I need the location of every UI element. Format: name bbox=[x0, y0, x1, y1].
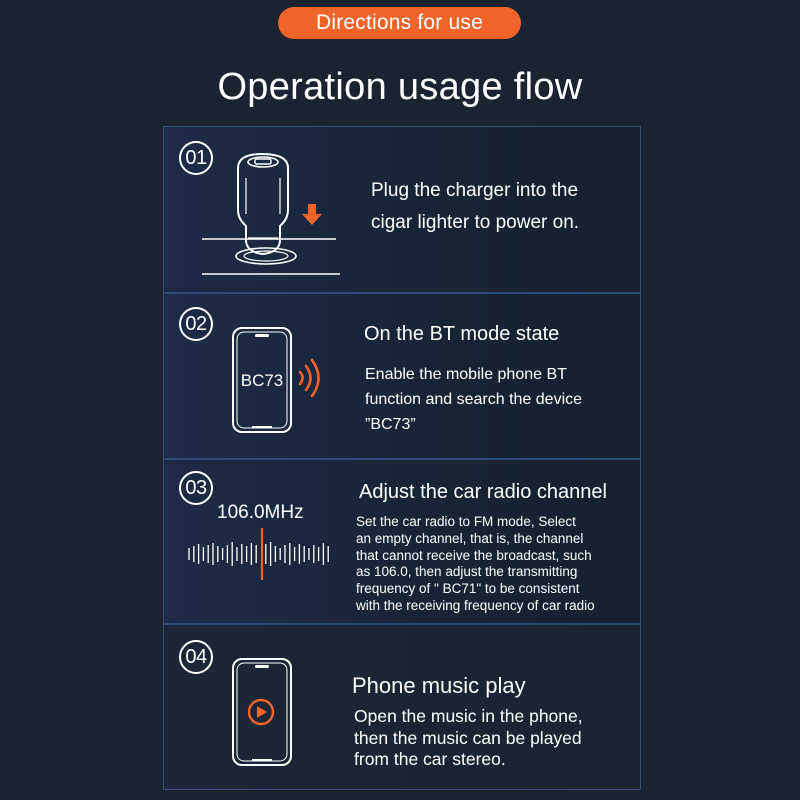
step-2-description: Enable the mobile phone BT function and … bbox=[365, 362, 582, 437]
step-4-heading: Phone music play bbox=[352, 673, 526, 698]
directions-badge: Directions for use bbox=[278, 7, 521, 39]
text-line: an empty channel, that is, the channel bbox=[356, 530, 584, 546]
step-divider bbox=[164, 292, 640, 294]
text-line: then the music can be played bbox=[354, 727, 582, 748]
text-line: function and search the device bbox=[365, 391, 583, 408]
frequency-readout: 106.0MHz bbox=[217, 502, 304, 523]
radio-tuner-icon bbox=[188, 528, 329, 580]
step-3-description: Set the car radio to FM mode, Select an … bbox=[356, 514, 595, 615]
text-line: from the car stereo. bbox=[354, 749, 506, 769]
step-card-3 bbox=[164, 460, 640, 623]
text-line: ”BC73” bbox=[365, 416, 416, 433]
step-2-heading: On the BT mode state bbox=[364, 323, 560, 345]
step-number-1: 01 bbox=[179, 141, 213, 175]
step-card-2 bbox=[164, 294, 640, 458]
phone-play-icon bbox=[232, 658, 292, 766]
step-card-1 bbox=[164, 127, 640, 292]
step-divider bbox=[164, 623, 640, 625]
step-3-heading: Adjust the car radio channel bbox=[359, 481, 607, 503]
steps-panel bbox=[163, 126, 641, 790]
phone-bluetooth-icon bbox=[232, 327, 320, 433]
step-divider bbox=[164, 458, 640, 460]
step-card-4 bbox=[164, 625, 640, 789]
step-number-4: 04 bbox=[179, 640, 213, 674]
text-line: Set the car radio to FM mode, Select bbox=[356, 514, 576, 529]
text-line: cigar lighter to power on. bbox=[371, 212, 580, 233]
phone-screen-text: BC73 bbox=[240, 371, 284, 390]
step-1-description: Plug the charger into the cigar lighter … bbox=[371, 175, 579, 239]
car-charger-icon bbox=[202, 152, 340, 275]
step-number-3: 03 bbox=[179, 471, 213, 505]
text-line: Open the music in the phone, bbox=[354, 706, 583, 726]
text-line: frequency of " BC71" to be consistent bbox=[356, 581, 580, 597]
step-number-2: 02 bbox=[179, 307, 213, 341]
text-line: that cannot receive the broadcast, such bbox=[356, 547, 592, 563]
text-line: as 106.0, then adjust the transmitting bbox=[356, 564, 578, 580]
directions-badge-label: Directions for use bbox=[316, 11, 483, 34]
text-line: Enable the mobile phone BT bbox=[365, 366, 567, 383]
text-line: Plug the charger into the bbox=[371, 180, 579, 201]
text-line: with the receiving frequency of car radi… bbox=[356, 597, 595, 613]
step-4-description: Open the music in the phone, then the mu… bbox=[354, 706, 583, 771]
page-title: Operation usage flow bbox=[217, 66, 583, 108]
